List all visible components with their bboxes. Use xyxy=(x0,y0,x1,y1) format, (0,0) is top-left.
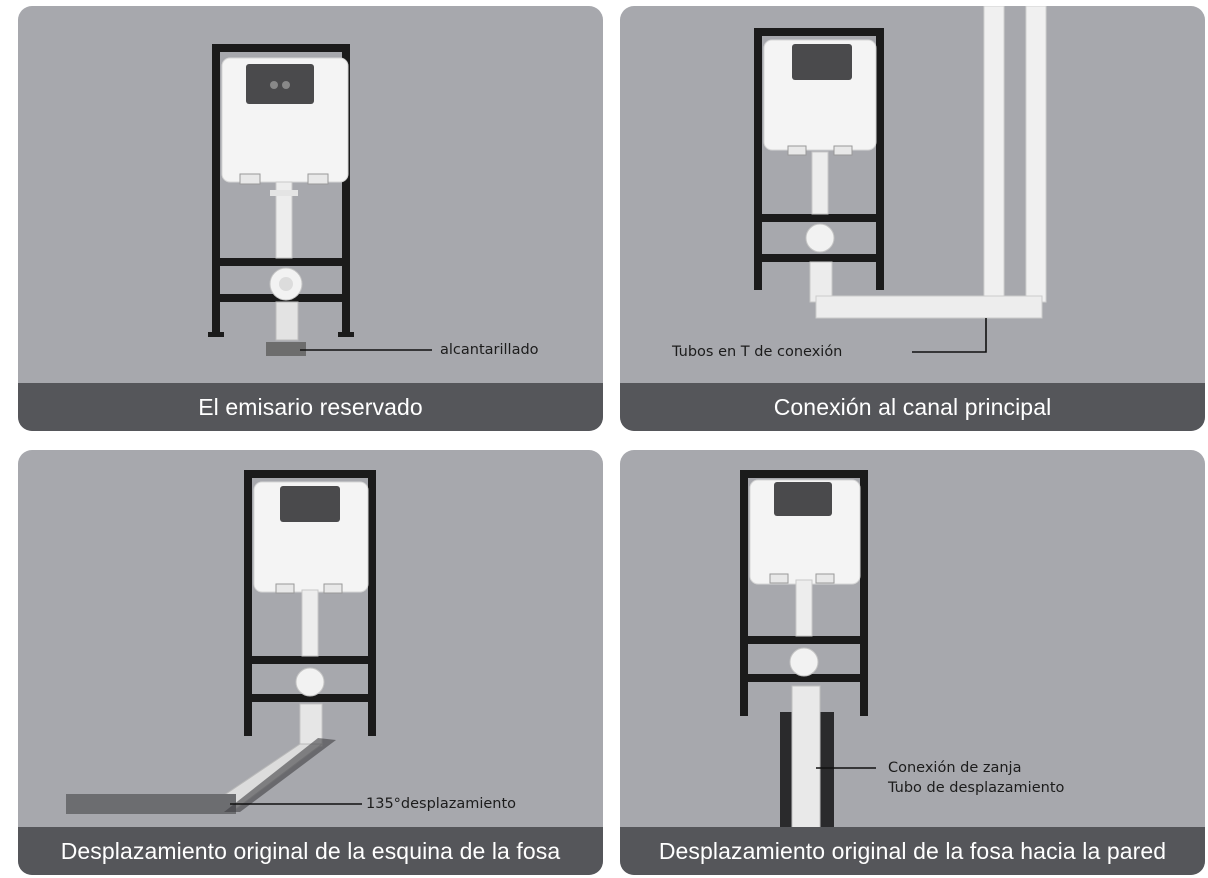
trench-label-line1: Conexión de zanja xyxy=(888,760,1022,776)
sewer-label: alcantarillado xyxy=(440,342,539,358)
offset-135-label: 135°desplazamiento xyxy=(366,796,517,812)
panel-main-channel: Tubos en T de conexión Conexión al canal… xyxy=(620,6,1205,431)
tee-connection-label: Tubos en T de conexión xyxy=(672,344,843,360)
panel-reserved-outlet: alcantarillado El emisario reservado xyxy=(18,6,603,431)
toilet-frame-illustration xyxy=(208,44,432,356)
trench-offset-label: Conexión de zanja Tubo de desplazamiento xyxy=(888,758,1064,798)
caption-main-channel: Conexión al canal principal xyxy=(620,383,1205,431)
caption-pit-corner-offset: Desplazamiento original de la esquina de… xyxy=(18,827,603,875)
toilet-frame-with-tee-illustration xyxy=(754,6,1047,353)
caption-pit-to-wall-offset: Desplazamiento original de la fosa hacia… xyxy=(620,827,1205,875)
caption-reserved-outlet: El emisario reservado xyxy=(18,383,603,431)
toilet-frame-trench-illustration xyxy=(740,470,876,829)
panel-pit-corner-offset: 135°desplazamiento Desplazamiento origin… xyxy=(18,450,603,875)
toilet-frame-135-offset-illustration xyxy=(66,470,376,814)
panel-pit-to-wall-offset: Conexión de zanja Tubo de desplazamiento… xyxy=(620,450,1205,875)
trench-label-line2: Tubo de desplazamiento xyxy=(888,780,1065,796)
